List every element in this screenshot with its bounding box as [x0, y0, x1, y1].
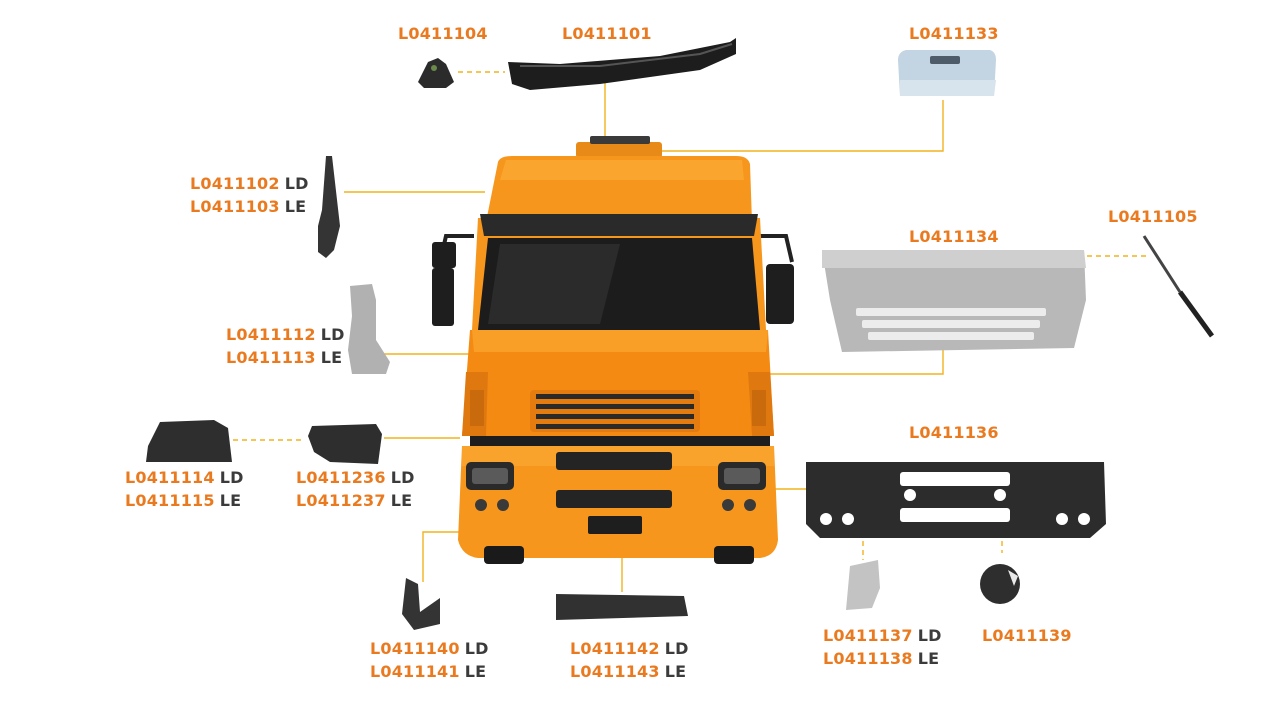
part-code: L0411141 — [370, 662, 460, 681]
truck-front — [432, 136, 794, 564]
part-code: L0411114 — [125, 468, 215, 487]
part-code: L0411112 — [226, 325, 316, 344]
part-fender-right — [308, 424, 382, 464]
part-bumper-corner — [846, 560, 880, 610]
part-code: L0411237 — [296, 491, 386, 510]
part-code: L0411138 — [823, 649, 913, 668]
side-code: LD — [284, 174, 309, 193]
part-tow-hook-cover — [980, 564, 1020, 604]
side-code: LD — [219, 468, 244, 487]
side-code: LE — [464, 662, 487, 681]
side-code: LE — [219, 491, 242, 510]
side-code: LE — [390, 491, 413, 510]
label-l0411133: L0411133 — [909, 22, 999, 45]
part-mudguard-corner — [402, 578, 440, 630]
side-code: LD — [917, 626, 942, 645]
part-code: L0411133 — [909, 24, 999, 43]
part-code: L0411139 — [982, 626, 1072, 645]
label-l0411136: L0411136 — [909, 421, 999, 444]
part-code: L0411103 — [190, 197, 280, 216]
part-front-panel — [822, 250, 1086, 352]
part-step-cover — [348, 284, 390, 374]
part-bumper-frame — [806, 462, 1106, 538]
side-code: LD — [390, 468, 415, 487]
side-code: LE — [664, 662, 687, 681]
part-code: L0411101 — [562, 24, 652, 43]
side-code: LD — [464, 639, 489, 658]
part-code: L0411113 — [226, 348, 316, 367]
part-code: L0411140 — [370, 639, 460, 658]
part-code: L0411236 — [296, 468, 386, 487]
part-code: L0411104 — [398, 24, 488, 43]
part-sun-visor-bracket — [418, 58, 454, 88]
side-code: LE — [284, 197, 307, 216]
part-code: L0411137 — [823, 626, 913, 645]
part-fender-left — [146, 420, 232, 462]
label-l0411139: L0411139 — [982, 624, 1072, 647]
side-code: LE — [320, 348, 343, 367]
part-code: L0411134 — [909, 227, 999, 246]
part-gas-strut — [1142, 235, 1215, 338]
part-roof-deflector — [898, 50, 996, 96]
label-l0411105: L0411105 — [1108, 205, 1198, 228]
part-sun-visor — [508, 38, 736, 90]
label-l0411104: L0411104 — [398, 22, 488, 45]
part-code: L0411102 — [190, 174, 280, 193]
part-lower-spoiler — [556, 594, 688, 620]
part-code: L0411143 — [570, 662, 660, 681]
side-code: LE — [917, 649, 940, 668]
part-code: L0411105 — [1108, 207, 1198, 226]
part-a-pillar-cover — [318, 156, 340, 258]
label-l0411101: L0411101 — [562, 22, 652, 45]
side-code: LD — [664, 639, 689, 658]
side-code: LD — [320, 325, 345, 344]
part-code: L0411136 — [909, 423, 999, 442]
part-code: L0411142 — [570, 639, 660, 658]
label-l0411134: L0411134 — [909, 225, 999, 248]
part-code: L0411115 — [125, 491, 215, 510]
